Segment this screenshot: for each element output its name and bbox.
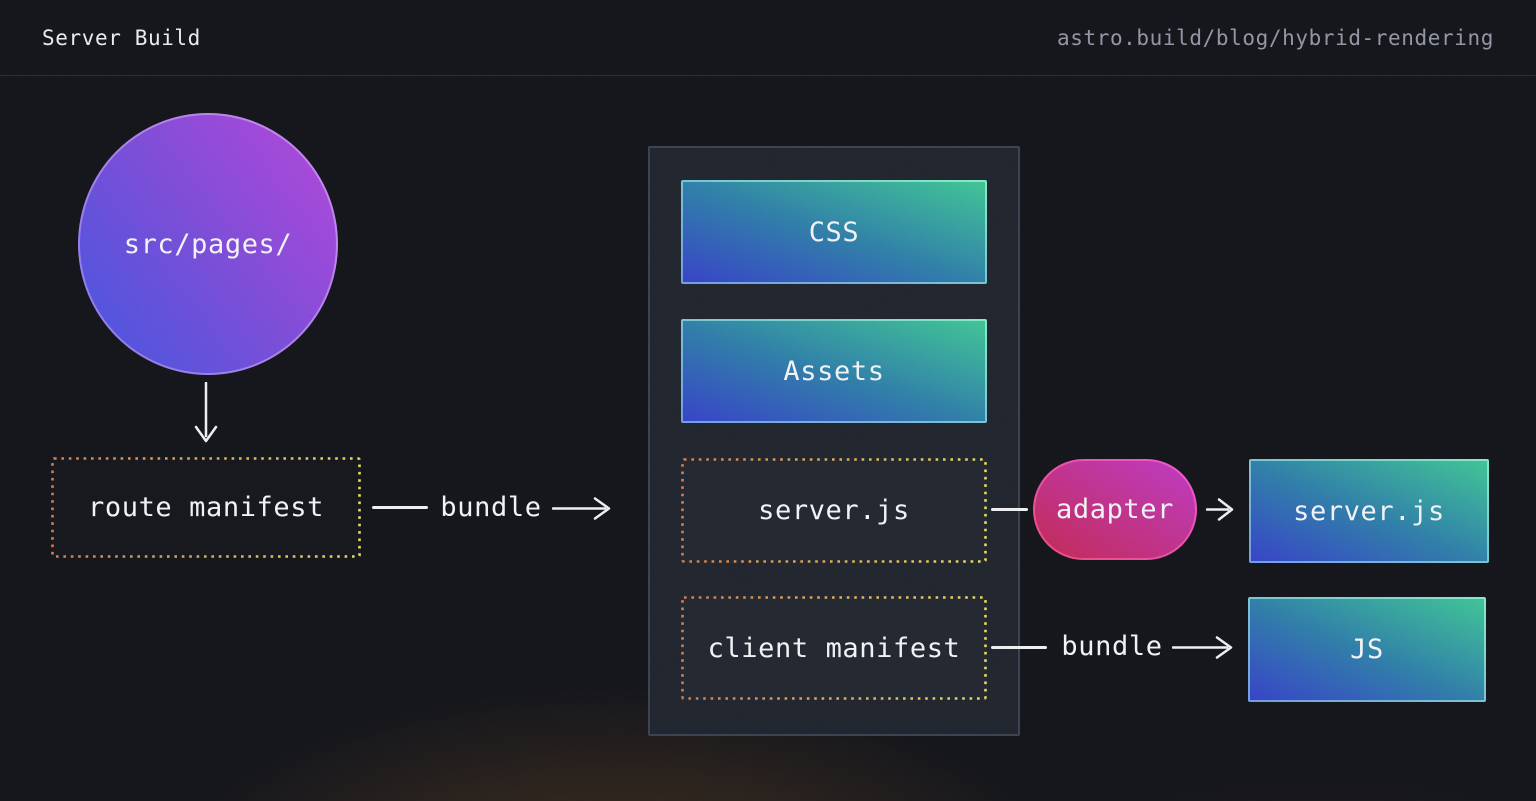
server-js-output-box: server.js <box>1249 459 1489 563</box>
css-label: CSS <box>808 216 860 248</box>
source-pages-circle: src/pages/ <box>78 113 338 375</box>
server-js-output-label: server.js <box>1293 495 1445 527</box>
arrow-down-icon <box>194 382 218 443</box>
assets-box: Assets <box>681 319 987 423</box>
dotted-border <box>681 596 987 700</box>
adapter-label: adapter <box>1056 494 1174 525</box>
source-pages-label: src/pages/ <box>123 228 293 260</box>
js-output-label: JS <box>1350 634 1384 665</box>
client-manifest-box: client manifest <box>681 596 987 700</box>
page-title: Server Build <box>42 25 201 50</box>
dotted-border <box>681 458 987 563</box>
connector-line <box>991 646 1047 649</box>
js-output-box: JS <box>1248 597 1486 702</box>
server-js-box: server.js <box>681 458 987 563</box>
page-url: astro.build/blog/hybrid-rendering <box>1056 25 1494 50</box>
bundle-top-label: bundle <box>440 492 542 523</box>
route-manifest-box: route manifest <box>51 457 361 558</box>
arrow-right-icon <box>1206 498 1234 521</box>
css-box: CSS <box>681 180 987 284</box>
adapter-pill: adapter <box>1033 459 1197 560</box>
connector-line <box>991 508 1028 511</box>
arrow-right-icon <box>552 497 611 520</box>
assets-label: Assets <box>783 355 885 387</box>
arrow-right-icon <box>1172 636 1233 659</box>
dotted-border <box>51 457 361 558</box>
bundle-bottom-label: bundle <box>1061 631 1163 662</box>
connector-line <box>372 506 428 509</box>
header: Server Build astro.build/blog/hybrid-ren… <box>0 0 1536 76</box>
